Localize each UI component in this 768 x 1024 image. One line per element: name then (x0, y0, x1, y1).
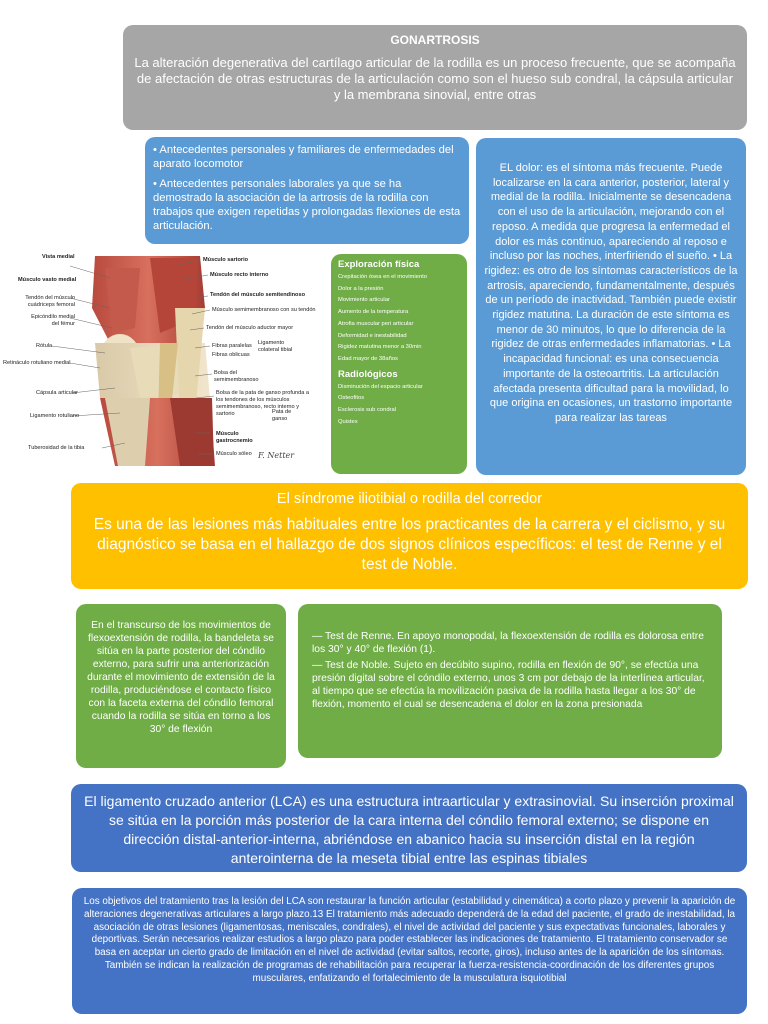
signature-text: F. Netter (257, 451, 295, 460)
transcurso-box: En el transcurso de los movimientos de f… (76, 604, 286, 768)
sintomas-box: EL dolor: es el síntoma más frecuente. P… (476, 138, 746, 475)
anatomy-label: Bolsa de la pata de ganso profunda a los… (216, 390, 309, 417)
list-item: Quistes (338, 418, 358, 425)
list-item: Aumento de la temperatura (338, 309, 409, 316)
lca-box: El ligamento cruzado anterior (LCA) es u… (71, 784, 747, 872)
antecedente-item: • Antecedentes personales laborales ya q… (153, 178, 461, 232)
anatomy-label: Tendón del músculo aductor mayor (206, 325, 294, 331)
test-item: — Test de Noble. Sujeto en decúbito supi… (312, 660, 705, 710)
lca-text: El ligamento cruzado anterior (LCA) es u… (84, 793, 734, 866)
anatomy-label: Epicóndilo medial del fémur (31, 314, 75, 327)
list-item: Osteofitos (338, 395, 365, 402)
antecedentes-box: • Antecedentes personales y familiares d… (145, 137, 469, 244)
sindrome-title: El síndrome iliotibial o rodilla del cor… (276, 491, 543, 507)
test-item: — Test de Renne. En apoyo monopodal, la … (312, 631, 704, 655)
header-text: La alteración degenerativa del cartílago… (134, 55, 736, 102)
radiologicos-list: Disminución del espacio articular Osteof… (338, 382, 460, 429)
tratamiento-text: Los objetivos del tratamiento tras la le… (83, 896, 736, 984)
anatomy-label: Músculo sóleo (216, 451, 252, 457)
list-item: Disminución del espacio articular (338, 383, 423, 390)
anatomy-label: Vista medial (42, 254, 75, 260)
anatomy-label: Tendón del músculo cuádriceps femoral (25, 295, 75, 308)
list-item: Esclerosis sub condral (338, 407, 396, 414)
anatomy-label: Músculo recto interno (210, 272, 269, 278)
anatomy-label: Retináculo rotuliano medial (3, 360, 71, 366)
anatomy-label: Músculo vasto medial (18, 277, 77, 283)
sindrome-text: Es una de las lesiones más habituales en… (93, 516, 726, 573)
anatomy-label: Fibras oblicuas (212, 352, 250, 358)
list-item: Edad mayor de 38años (338, 355, 398, 362)
anatomy-label: Cápsula articular (36, 390, 78, 396)
tratamiento-box: Los objetivos del tratamiento tras la le… (72, 888, 747, 1014)
sintomas-text: EL dolor: es el síntoma más frecuente. P… (484, 162, 738, 424)
list-item: Crepitación ósea en el movimiento (338, 274, 427, 280)
knee-anatomy-drawing: F. Netter (51, 256, 295, 466)
anatomy-label: Rótula (36, 343, 53, 349)
anatomy-label: Bolsa del semimembranoso (214, 370, 259, 383)
list-item: Atrofia muscular peri articular (338, 320, 414, 327)
list-item: Deformidad e inestabilidad (338, 332, 407, 339)
antecedente-item: • Antecedentes personales y familiares d… (153, 144, 454, 170)
knee-anatomy-illustration: F. Netter Vista medial Músculo vasto med… (0, 248, 325, 470)
page-title: GONARTROSIS (390, 33, 480, 47)
header-box: GONARTROSIS La alteración degenerativa d… (123, 25, 747, 130)
exploracion-list: Crepitación ósea en el movimiento Dolor … (338, 272, 460, 366)
anatomy-label: Tendón del músculo semitendinoso (210, 292, 305, 298)
tests-box: — Test de Renne. En apoyo monopodal, la … (298, 604, 722, 758)
exploracion-box: Exploración física Crepitación ósea en e… (331, 254, 467, 474)
anatomy-label: Tuberosidad de la tibia (28, 445, 85, 451)
list-item: Movimiento articular (338, 297, 390, 304)
radiologicos-title: Radiológicos (338, 368, 398, 380)
sindrome-box: El síndrome iliotibial o rodilla del cor… (71, 483, 748, 589)
exploracion-title: Exploración física (338, 259, 420, 270)
list-item: Dolor a la presión (338, 285, 384, 292)
anatomy-label: Ligamento colateral tibial (258, 340, 293, 353)
anatomy-label: Músculo gastrocnemio (216, 431, 253, 444)
anatomy-label: Músculo sartorio (203, 257, 249, 263)
transcurso-text: En el transcurso de los movimientos de f… (87, 620, 275, 735)
anatomy-label: Fibras paralelas (212, 343, 252, 349)
list-item: Rigidez matutina menor a 30min (338, 344, 422, 351)
anatomy-label: Músculo semimembranoso con su tendón (212, 307, 316, 313)
anatomy-label: Ligamento rotuliano (30, 413, 80, 419)
anatomy-label: Pata de ganso (272, 409, 292, 422)
